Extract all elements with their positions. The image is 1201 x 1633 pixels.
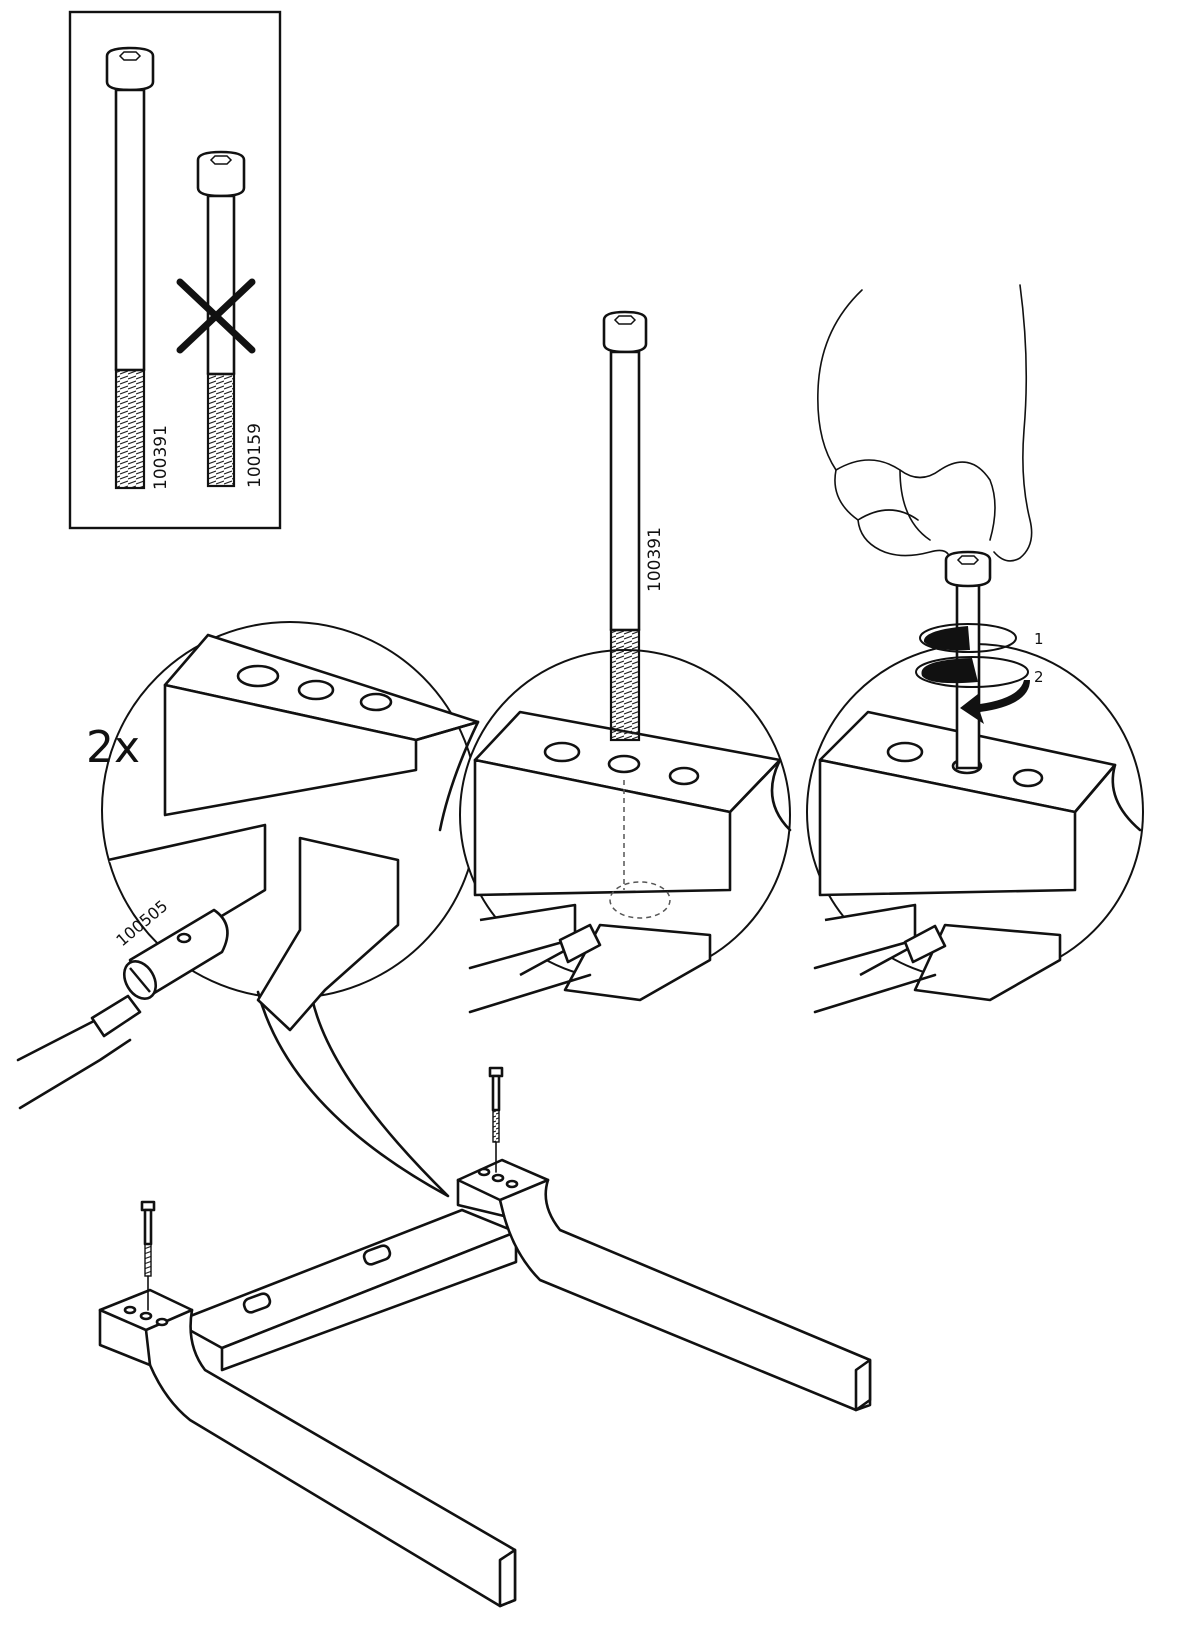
detail-insert-dowel: 100505 bbox=[16, 621, 480, 1198]
small-screw-icon bbox=[140, 1066, 504, 1311]
wrong-part-cross-icon bbox=[176, 278, 256, 354]
rotation-step-2: 2 bbox=[1034, 668, 1044, 686]
screwdriver-icon bbox=[16, 994, 142, 1110]
rotation-arrow-icon bbox=[915, 623, 1030, 724]
callout-pointer bbox=[256, 990, 450, 1198]
short-screw-icon bbox=[196, 150, 246, 488]
screw-icon bbox=[602, 310, 648, 742]
rotation-step-1: 1 bbox=[1034, 630, 1044, 648]
parts-box-frame bbox=[68, 10, 282, 530]
parts-box: 100391 100159 bbox=[68, 10, 282, 530]
insert-screw-code: 100391 bbox=[645, 527, 665, 592]
detail-tighten-screw: 1 2 bbox=[806, 284, 1144, 1014]
small-dowel-icon bbox=[242, 1244, 392, 1314]
long-screw-icon bbox=[105, 46, 155, 490]
long-screw-code: 100391 bbox=[151, 425, 171, 490]
hand-icon bbox=[817, 284, 1033, 562]
quantity-label: 2x bbox=[86, 722, 140, 773]
dowel-icon bbox=[122, 908, 229, 1000]
chair-frame bbox=[98, 1066, 872, 1608]
short-screw-code: 100159 bbox=[245, 423, 265, 488]
detail-insert-screw: 100391 bbox=[459, 310, 792, 1014]
